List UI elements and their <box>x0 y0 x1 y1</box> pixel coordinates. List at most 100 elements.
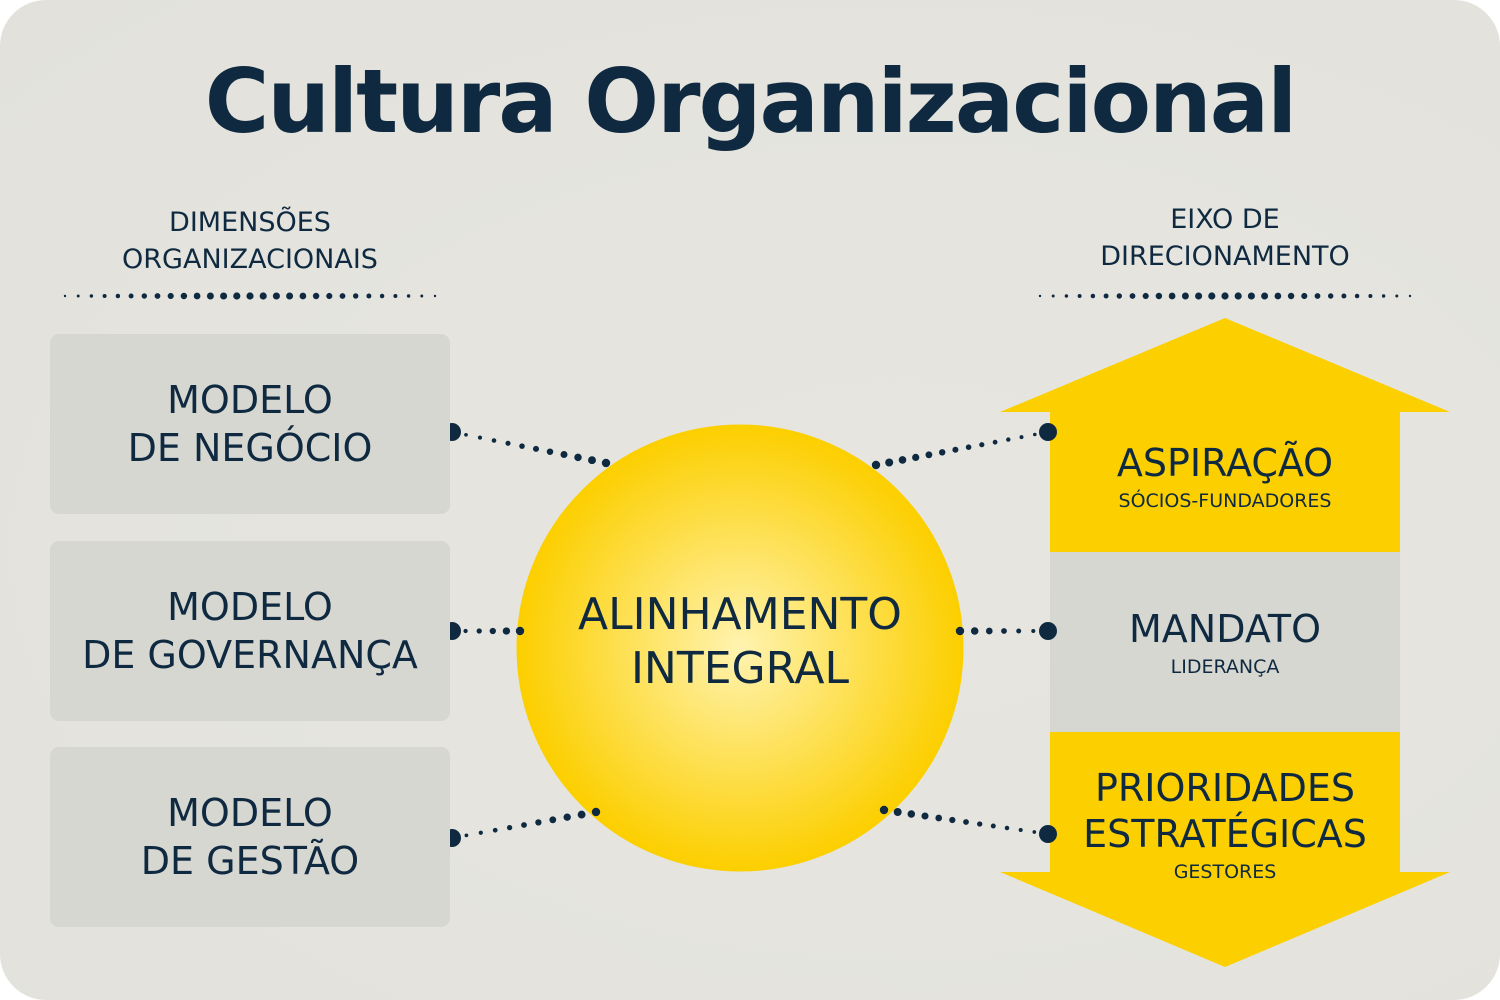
connector-dot <box>577 810 586 819</box>
connector-dot <box>591 807 601 817</box>
connector-dot <box>1016 628 1022 634</box>
underline-dot <box>353 293 359 299</box>
connector-dot <box>871 460 881 470</box>
connector-dot <box>1018 827 1023 833</box>
axis-title: PRIORIDADES <box>1094 766 1356 810</box>
underline-dot <box>286 292 294 300</box>
connector-dot <box>477 435 483 440</box>
axis-title: ESTRATÉGICAS <box>1083 812 1367 856</box>
dotted-connectors <box>443 423 1057 847</box>
connector-dot <box>505 440 511 446</box>
connector-dot <box>963 819 969 825</box>
connector-dot <box>519 443 525 449</box>
connector-dot <box>478 830 483 835</box>
underline-dot <box>1381 294 1386 298</box>
connector-dot <box>992 439 998 445</box>
heading-underlines <box>63 292 1412 300</box>
underline-dot <box>406 294 411 298</box>
connector-dot <box>907 810 916 818</box>
underline-dot <box>1195 292 1203 300</box>
connector-dot <box>546 448 554 455</box>
middle-segment <box>1050 552 1400 732</box>
axis-title: ASPIRAÇÃO <box>1116 441 1334 485</box>
underline-dot <box>299 292 307 300</box>
connector-dot <box>560 451 568 458</box>
connector-dot <box>1006 437 1011 442</box>
connector-dot <box>489 627 496 635</box>
connector-dot <box>601 458 611 468</box>
connector-endpoint-dot <box>1039 423 1057 441</box>
connector-dot <box>893 808 902 816</box>
underline-dot <box>246 292 254 300</box>
underline-dot <box>220 292 228 300</box>
up-arrow <box>1000 318 1450 552</box>
connector-dot <box>1032 830 1037 834</box>
underline-dot <box>76 294 80 298</box>
underline-dot <box>154 293 161 299</box>
left-heading-line-2: ORGANIZACIONAIS <box>122 244 378 275</box>
axis-subtitle: LIDERANÇA <box>1170 656 1280 678</box>
connector-dot <box>879 805 889 815</box>
underline-dot <box>206 292 214 300</box>
connector-dot <box>949 816 956 824</box>
underline-dot <box>272 292 280 300</box>
underline-dot <box>1208 292 1216 300</box>
dimension-line-1: MODELO <box>167 378 333 422</box>
underline-dot <box>1129 293 1136 299</box>
dimension-box-management: MODELO DE GESTÃO <box>50 747 450 927</box>
connector-dot <box>464 432 468 437</box>
connector-dot <box>476 628 482 634</box>
underline-dot <box>233 292 241 300</box>
connector-dot <box>463 628 468 634</box>
dimension-line-2: DE NEGÓCIO <box>127 426 373 470</box>
underline-dot <box>1064 294 1069 298</box>
connector-dot <box>970 627 979 635</box>
dimension-box-business: MODELO DE NEGÓCIO <box>50 334 450 514</box>
dimension-line-1: MODELO <box>167 585 333 629</box>
underline-dot <box>1077 294 1082 298</box>
underline-dot <box>433 294 437 298</box>
connector-dot <box>502 627 511 635</box>
connector-dot <box>1019 435 1024 440</box>
underline-dot <box>1155 292 1163 300</box>
underline-dot <box>1274 292 1282 300</box>
connector-dot <box>574 453 582 462</box>
connector-endpoint-dot <box>1039 825 1057 843</box>
underline-dot <box>1234 292 1242 300</box>
connector-dot <box>939 449 946 456</box>
underline-dot <box>1341 293 1347 299</box>
connector-dot <box>549 816 557 824</box>
underline-dot <box>115 293 121 299</box>
axis-title: MANDATO <box>1129 607 1321 651</box>
alignment-circle-rim <box>516 424 964 872</box>
underline-dot <box>128 293 134 299</box>
center-line-1: ALINHAMENTO <box>578 589 902 640</box>
dimension-line-2: DE GESTÃO <box>140 839 360 883</box>
left-heading-line-1: DIMENSÕES <box>169 207 331 238</box>
underline-dot <box>1116 293 1123 299</box>
connector-dot <box>1031 628 1036 634</box>
underline-dot <box>259 292 267 300</box>
connector-endpoint-dot <box>1039 622 1057 640</box>
underline-dot <box>141 293 147 299</box>
left-heading: DIMENSÕES ORGANIZACIONAIS <box>60 204 440 278</box>
connector-dot <box>912 453 920 461</box>
connector-dot <box>935 814 943 822</box>
connector-dot <box>925 451 933 459</box>
underline-dot <box>1368 294 1373 298</box>
connector-dot <box>464 833 469 838</box>
connector-dot <box>1033 432 1037 437</box>
underline-dot <box>180 292 188 300</box>
connector-dot <box>532 445 540 452</box>
connector-dot <box>563 813 571 821</box>
connector-dot <box>952 446 959 453</box>
underline-dot <box>312 292 320 300</box>
center-label: ALINHAMENTO INTEGRAL <box>540 588 940 696</box>
alignment-circle <box>518 426 962 870</box>
right-heading-line-1: EIXO DE <box>1170 204 1280 235</box>
connector-dot <box>521 822 527 828</box>
connector-dot <box>885 458 894 467</box>
right-heading: EIXO DE DIRECIONAMENTO <box>1035 201 1415 275</box>
connector-dot <box>965 444 972 451</box>
